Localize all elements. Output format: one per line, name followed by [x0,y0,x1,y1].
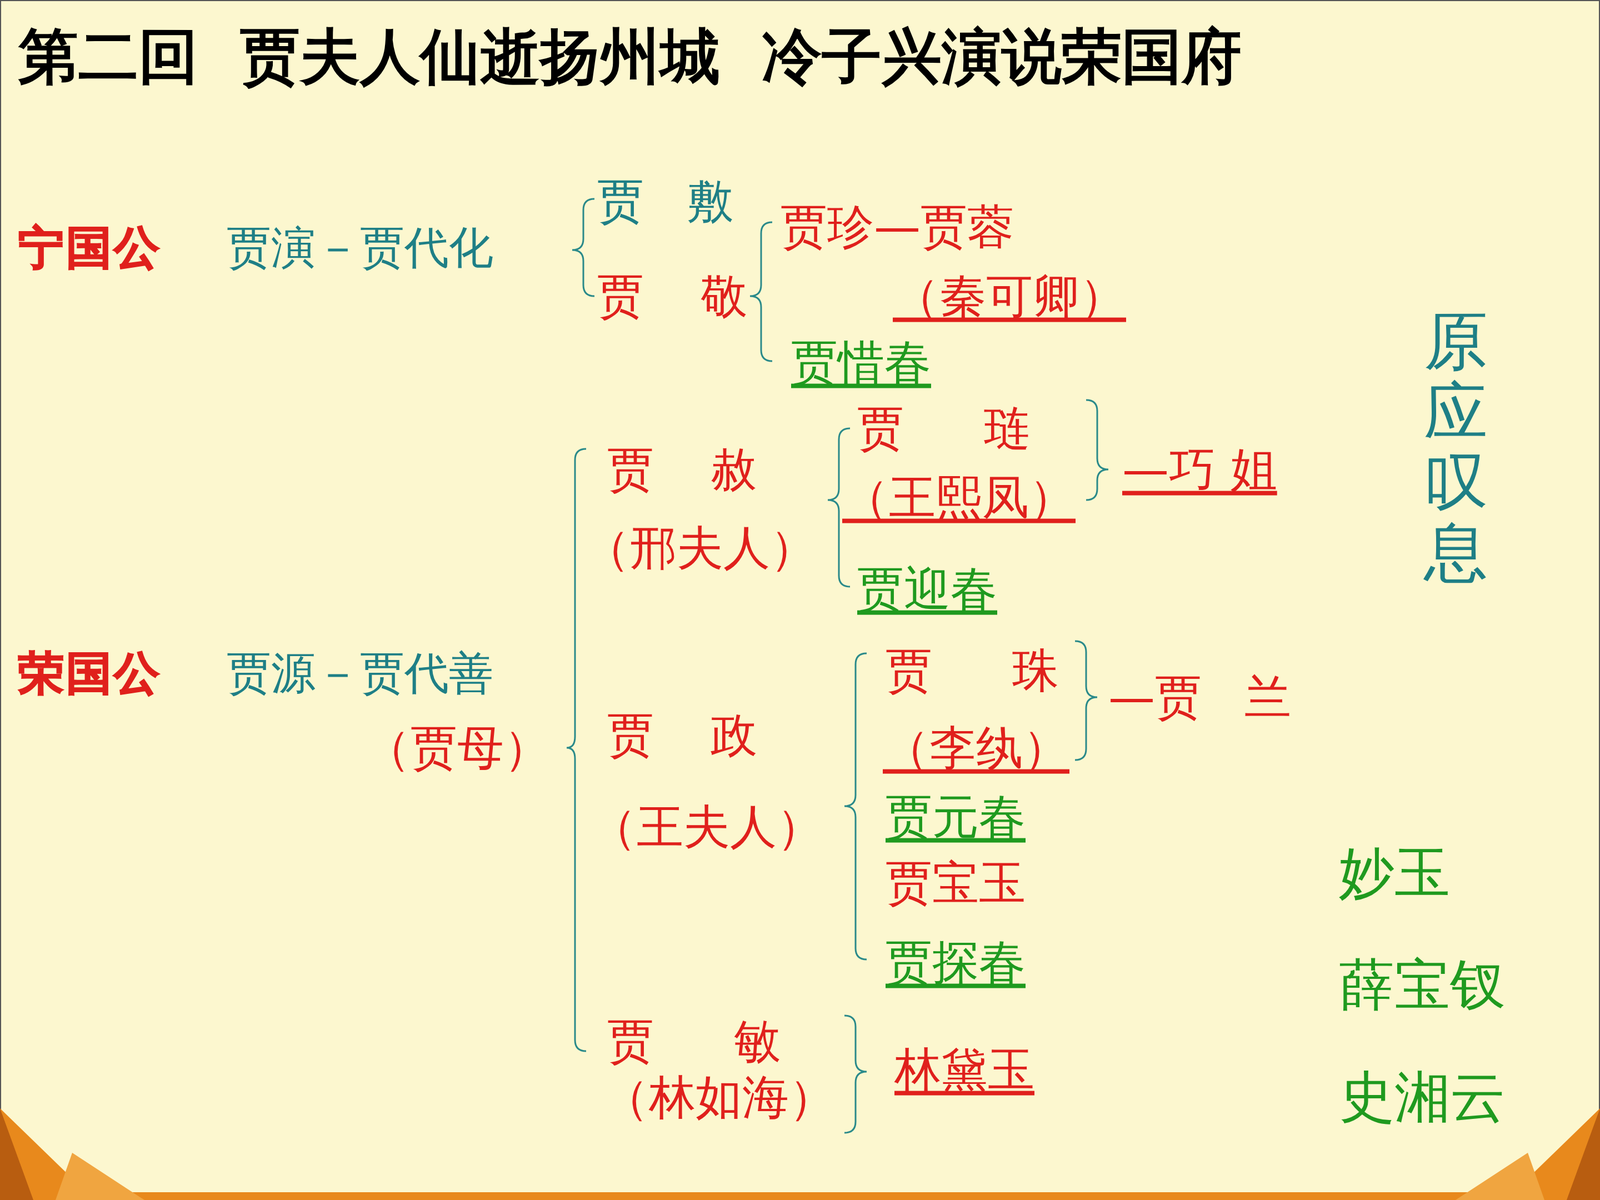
person-name: 林黛玉 [894,1041,1035,1098]
spouse-name: （贾母） [363,720,551,777]
ancestor-name: 贾演－贾代化 [226,221,494,275]
bracket [844,653,867,960]
person-name: 妙玉 [1338,839,1450,907]
person-name: 史湘云 [1338,1063,1506,1131]
person-name: 贾探春 [885,934,1026,991]
person-name: 贾 敬 [597,268,748,325]
spouse-name: （李纨） [882,720,1070,777]
ancestor-name: 贾源－贾代善 [226,646,494,700]
person-name: 贾元春 [885,788,1026,845]
bracket [1075,641,1098,760]
person-name: 贾 敷 [597,173,734,230]
vertical-note: 原应叹息 [1423,306,1488,588]
person-name: 贾 赦 [607,441,758,498]
spouse-name: （林如海） [602,1069,836,1126]
founder-title: 宁国公 [18,220,162,275]
person-name: 贾 琏 [857,400,1031,457]
bracket [572,198,595,297]
spouse-name: （王夫人） [590,798,824,855]
person-name: 贾 珠 [885,642,1059,699]
bracket [566,448,587,1052]
bracket [1086,400,1109,500]
slide-title: 第二回 贾夫人仙逝扬州城 冷子兴演说荣国府 [18,16,1242,98]
person-name: 贾 政 [607,707,758,764]
person-name: 贾珍—贾蓉 [780,198,1014,255]
person-name: —贾 兰 [1108,669,1292,726]
spouse-name: （秦可卿） [892,268,1127,325]
person-name: 贾迎春 [857,561,998,618]
bracket [844,1015,867,1133]
person-name: —巧 姐 [1122,441,1278,498]
bracket [750,222,773,362]
person-name: 薛宝钗 [1338,951,1506,1019]
founder-title: 荣国公 [18,646,162,701]
spouse-name: （邢夫人） [583,520,817,577]
person-name: 贾 敏 [607,1013,781,1070]
spouse-name: （王熙凤） [842,469,1076,526]
person-name: 贾惜春 [791,334,932,391]
person-name: 贾宝玉 [885,855,1026,912]
